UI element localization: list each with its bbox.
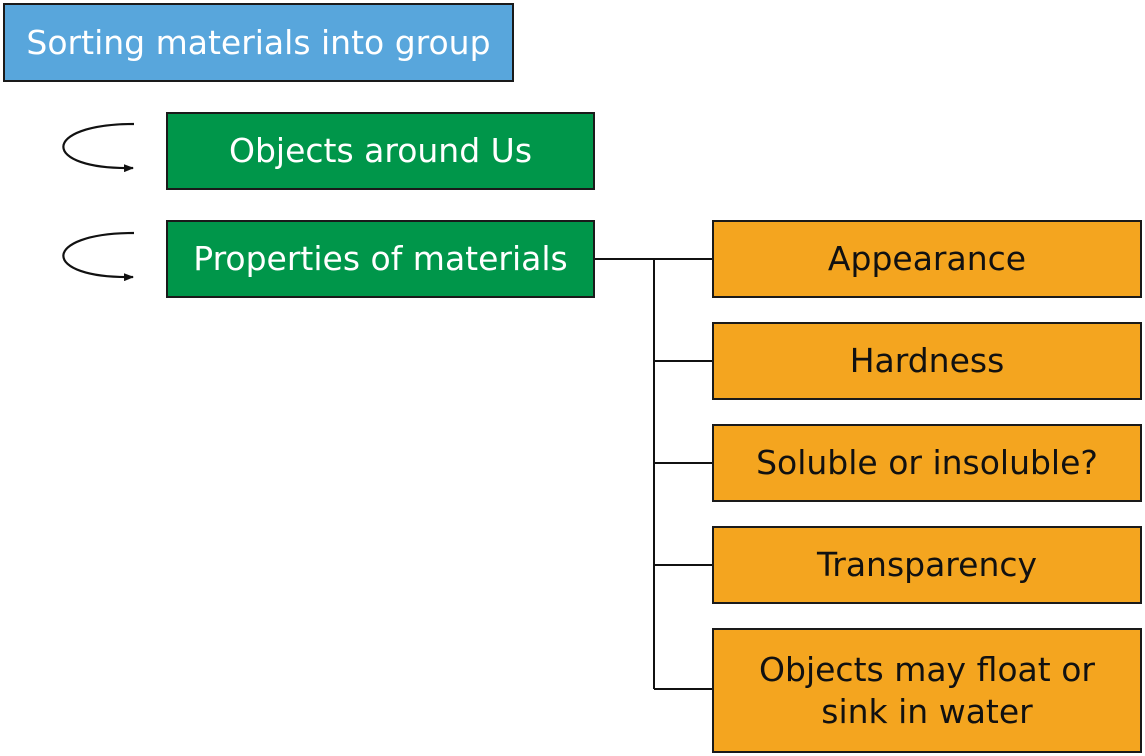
topic-objects-around-us: Objects around Us (166, 112, 595, 190)
property-label: Objects may float or sink in water (759, 650, 1095, 731)
property-float-or-sink: Objects may float or sink in water (712, 628, 1142, 753)
property-transparency: Transparency (712, 526, 1142, 604)
topic-properties-of-materials: Properties of materials (166, 220, 595, 298)
property-appearance: Appearance (712, 220, 1142, 298)
curved-arrow-icon (62, 122, 135, 173)
property-soluble: Soluble or insoluble? (712, 424, 1142, 502)
property-label: Appearance (827, 239, 1027, 279)
property-label: Transparency (816, 545, 1038, 585)
diagram-title: Sorting materials into group (3, 3, 514, 82)
property-label: Soluble or insoluble? (756, 443, 1098, 483)
topic-label: Objects around Us (228, 131, 533, 171)
property-label: Hardness (849, 341, 1005, 381)
property-hardness: Hardness (712, 322, 1142, 400)
curved-arrow-icon (62, 231, 135, 282)
topic-label: Properties of materials (193, 239, 568, 279)
diagram-title-text: Sorting materials into group (26, 22, 491, 62)
